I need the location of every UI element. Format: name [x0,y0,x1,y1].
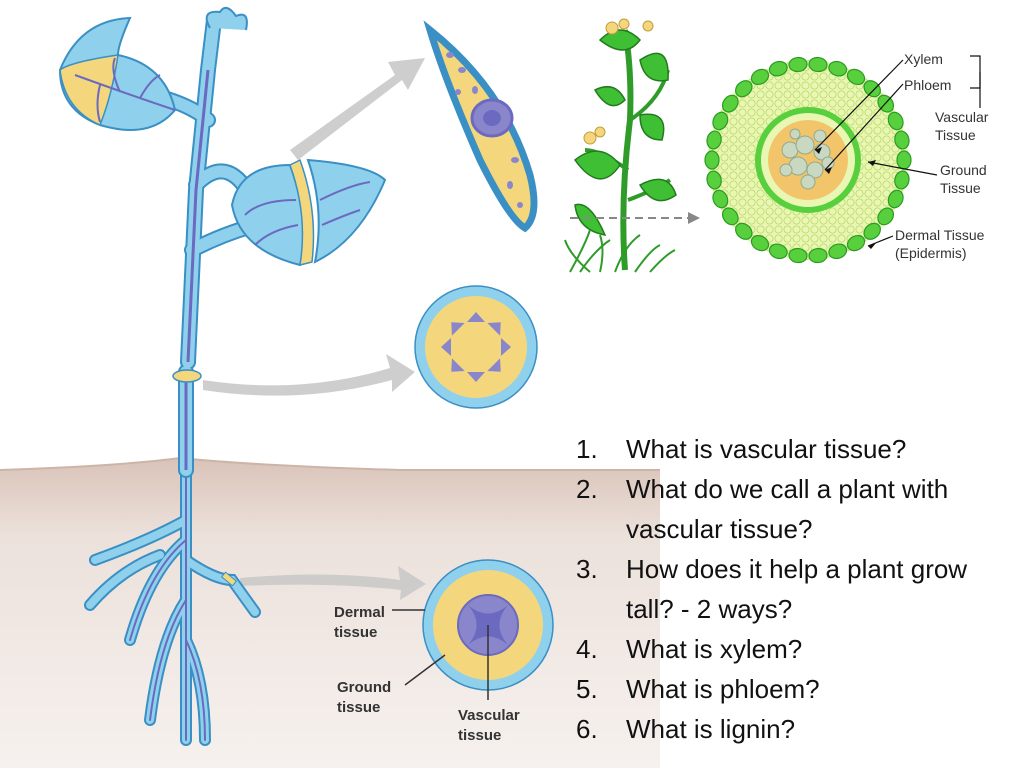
upper-leaf [60,18,175,130]
question-item: 2. What do we call a plant with vascular … [568,469,1013,549]
ground-tissue-label-line1: Ground [337,679,391,696]
question-text: How does it help a plant grow tall? - 2 … [626,554,967,624]
green-stem-cross-section: Xylem Phloem Vascular Tissue Ground Tiss… [705,51,989,263]
ground-tissue-label-line2: Tissue [940,180,981,196]
vascular-tissue-label-line1: Vascular [935,109,989,125]
phloem-label: Phloem [904,77,951,93]
question-number: 3. [576,549,598,589]
question-text: What is lignin? [626,714,795,744]
question-number: 6. [576,709,598,749]
stem-cross-section [415,286,537,408]
question-item: 6. What is lignin? [568,709,1013,749]
arrow-to-stem-section [203,354,415,396]
question-text: What is phloem? [626,674,820,704]
stem-cut-disc [173,370,201,382]
dermal-tissue-label-line2: (Epidermis) [895,245,967,261]
question-text: What is vascular tissue? [626,434,906,464]
leaf-cross-section [430,30,534,228]
question-text: What is xylem? [626,634,802,664]
dermal-tissue-label-line1: Dermal Tissue [895,227,985,243]
epidermis-cell [705,151,719,169]
question-text: What do we call a plant with vascular ti… [626,474,948,544]
lower-leaf [232,160,385,265]
green-plant-illustration [565,19,700,272]
vascular-tissue-label-line2: tissue [458,727,501,744]
ground-tissue-label-line2: tissue [337,699,380,716]
dermal-tissue-label-line2: tissue [334,624,377,641]
dermal-tissue-label-line1: Dermal [334,604,385,621]
question-number: 2. [576,469,598,509]
vascular-tissue-label-line1: Vascular [458,707,520,724]
question-item: 1. What is vascular tissue? [568,429,1013,469]
question-item: 5. What is phloem? [568,669,1013,709]
xylem-label: Xylem [904,51,943,67]
vascular-tissue-label-line2: Tissue [935,127,976,143]
soil [0,458,660,768]
question-item: 4. What is xylem? [568,629,1013,669]
epidermis-cell [897,151,911,169]
question-list: 1. What is vascular tissue? 2. What do we … [568,429,1013,749]
question-number: 5. [576,669,598,709]
question-number: 1. [576,429,598,469]
question-item: 3. How does it help a plant grow tall? - … [568,549,1013,629]
question-number: 4. [576,629,598,669]
ground-tissue-label-line1: Ground [940,162,987,178]
arrow-to-leaf-cell [290,58,425,160]
